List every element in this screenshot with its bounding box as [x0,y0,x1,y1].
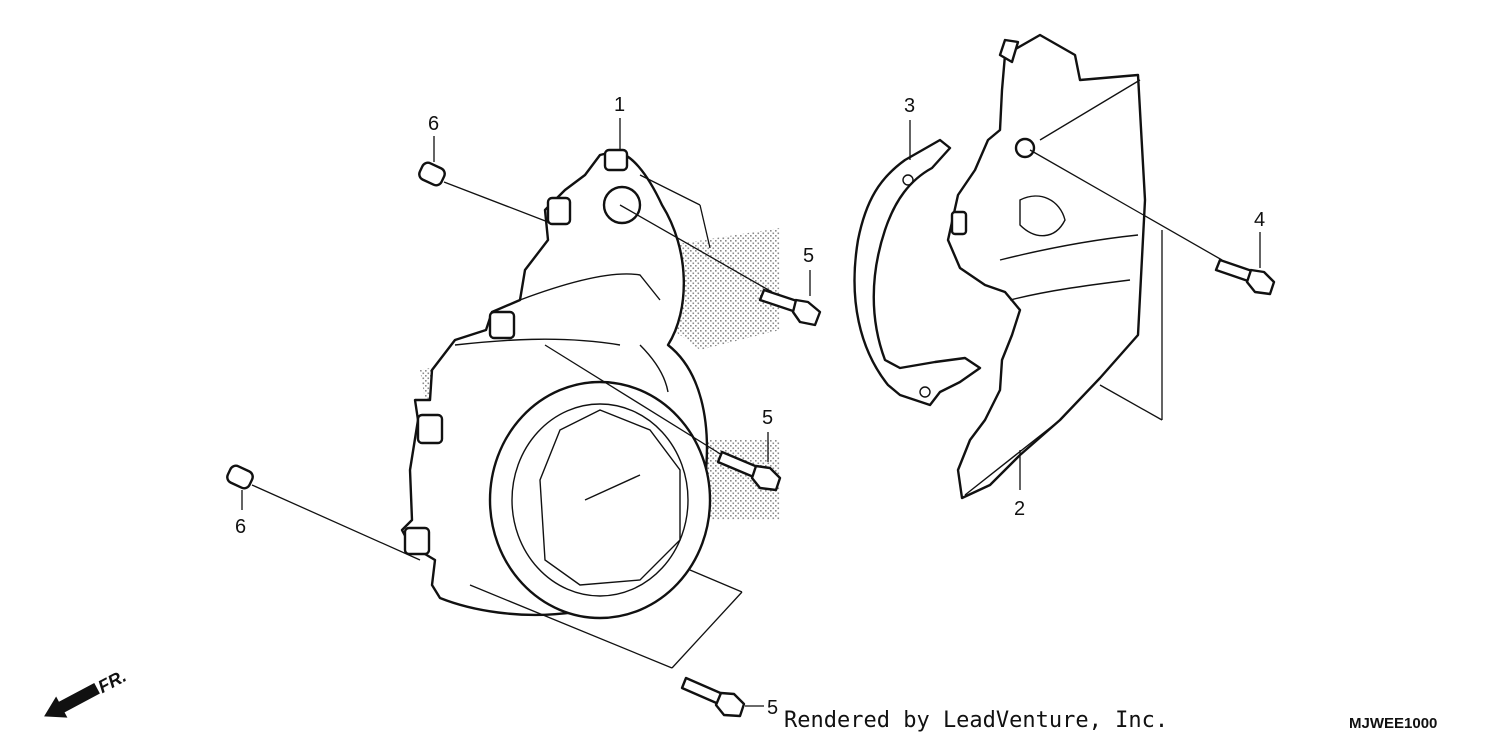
guide-plate[interactable] [853,138,982,407]
callout-5-middle: 5 [762,407,773,429]
dowel-pin-upper[interactable] [417,161,446,187]
front-arrow-icon [44,682,100,718]
front-arrow: FR. [44,666,130,718]
bolt-lower[interactable] [680,676,746,718]
callout-6-upper: 6 [428,113,439,135]
callout-1: 1 [614,94,625,116]
left-crankcase-cover[interactable] [400,148,712,620]
callout-3: 3 [904,95,915,117]
sprocket-cover[interactable] [946,33,1147,500]
bolt-upper[interactable] [758,288,822,327]
callout-4: 4 [1254,209,1265,231]
callout-2: 2 [1014,498,1025,520]
footer-credit: Rendered by LeadVenture, Inc. [784,708,1169,733]
bolt-middle[interactable] [716,450,782,492]
dowel-pin-lower[interactable] [225,464,254,490]
callout-labels: 1 6 5 5 6 5 3 4 2 [235,94,1265,719]
bolt-sprocket-cover[interactable] [1214,258,1276,296]
callout-6-lower: 6 [235,516,246,538]
leader-lines [241,118,1261,707]
diagram-code: MJWEE1000 [1349,715,1438,732]
callout-5-lower: 5 [767,697,778,719]
front-arrow-label: FR. [95,666,130,697]
callout-5-upper: 5 [803,245,814,267]
